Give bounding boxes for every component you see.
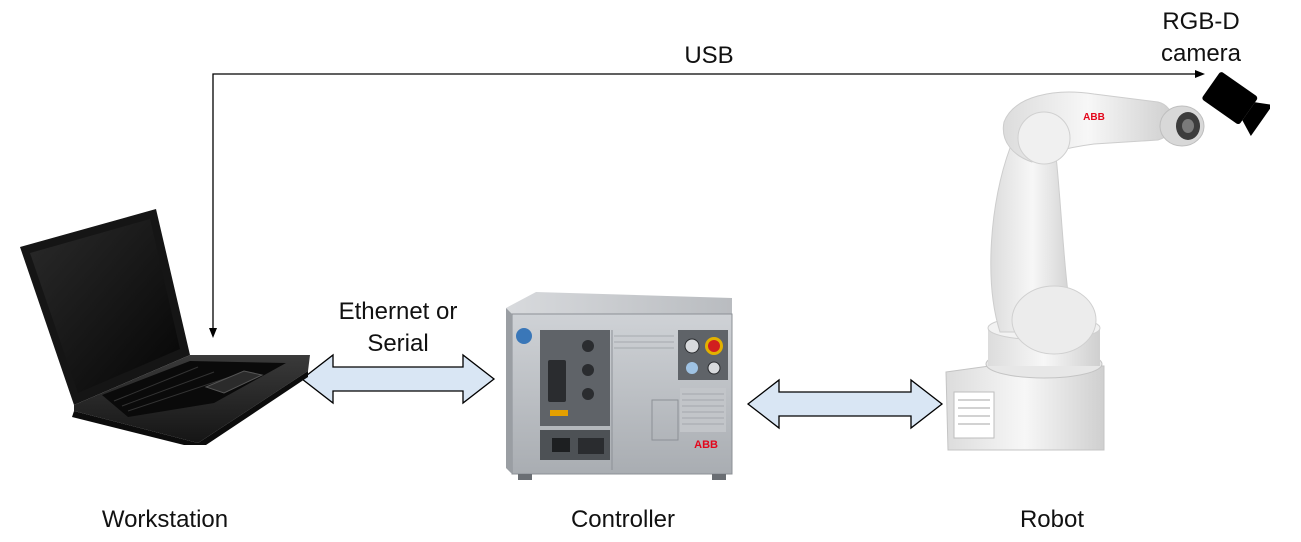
robot-arm-icon: ABB — [944, 82, 1210, 454]
ethernet-serial-label-line2: Serial — [367, 330, 429, 357]
camera-icon — [1196, 66, 1270, 146]
laptop-icon — [18, 205, 313, 445]
robot-label: Robot — [1019, 506, 1085, 533]
ethernet-serial-double-arrow — [300, 353, 496, 405]
controller-robot-double-arrow — [746, 378, 944, 430]
usb-label: USB — [684, 42, 734, 69]
usb-arrowhead-workstation — [209, 328, 217, 338]
robot-abb-logo: ABB — [1083, 112, 1105, 123]
usb-connector — [209, 70, 1205, 338]
controller-label: Controller — [570, 506, 676, 533]
ethernet-serial-label-line1: Ethernet or — [338, 298, 458, 325]
usb-arrowhead-camera — [1195, 70, 1205, 78]
camera-label-line2: camera — [1160, 40, 1242, 67]
camera-label-line1: RGB-D — [1162, 8, 1240, 35]
controller-cabinet-icon: ABB — [506, 290, 738, 482]
controller-abb-logo: ABB — [694, 439, 718, 451]
workstation-label: Workstation — [101, 506, 229, 533]
